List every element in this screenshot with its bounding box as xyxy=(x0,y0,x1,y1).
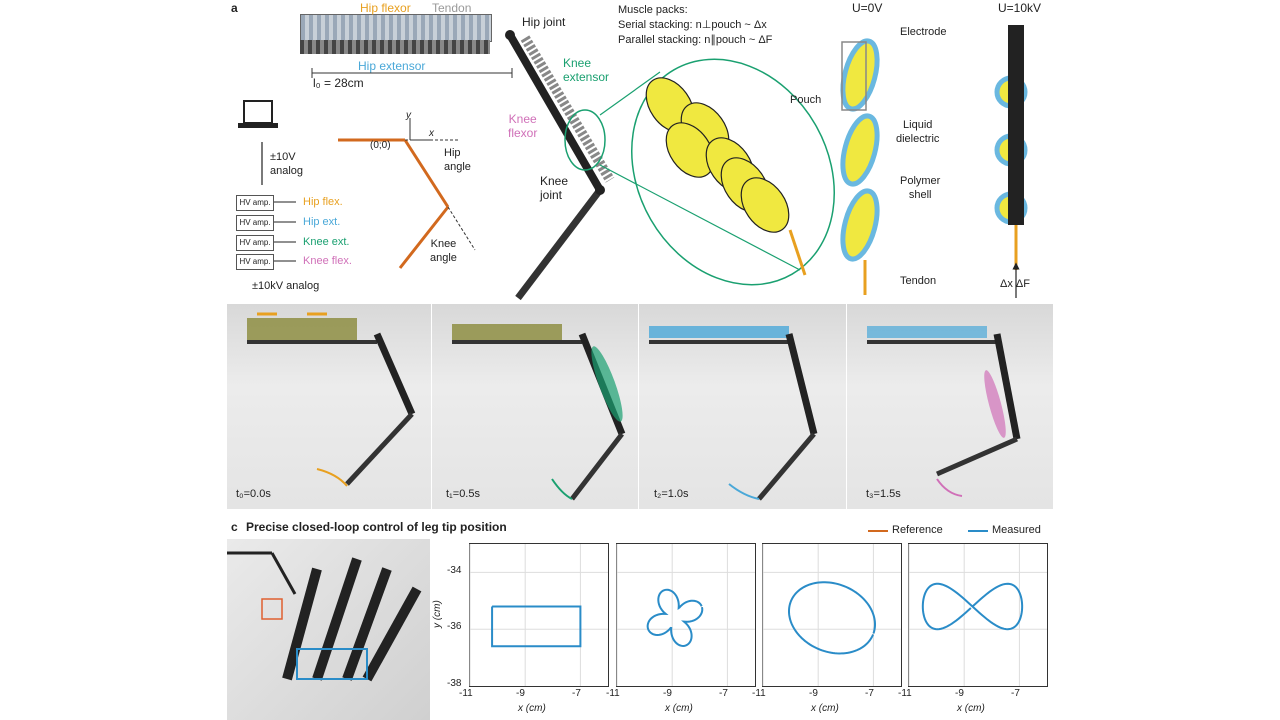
xtick-label: -9 xyxy=(663,688,672,699)
hv-amp-box: HV amp. xyxy=(236,215,274,231)
ytick-label: -38 xyxy=(447,678,462,689)
frame-time: t₀=0.0s xyxy=(236,488,271,500)
y-axis-label: y xyxy=(406,110,411,121)
xtick-label: -9 xyxy=(516,688,525,699)
xtick-label: -7 xyxy=(572,688,581,699)
hip-extensor-bundle xyxy=(300,40,490,54)
reference-series xyxy=(647,589,703,647)
measured-series xyxy=(491,605,582,648)
liquid-dielectric-label: Liquid dielectric xyxy=(896,119,940,145)
frame-time: t₁=0.5s xyxy=(446,488,480,500)
dx-df-label: Δx ΔF xyxy=(1000,278,1030,290)
reference-series xyxy=(788,581,876,654)
plot-figure-eight xyxy=(908,543,1048,687)
reference-series xyxy=(491,605,581,647)
legend-measured-swatch xyxy=(968,530,988,532)
hv-amp-box: HV amp. xyxy=(236,235,274,251)
knee-extensor-label: Knee extensor xyxy=(563,56,610,84)
tendon-label: Tendon xyxy=(900,275,937,287)
xlabel: x (cm) xyxy=(811,703,839,714)
frame-photo xyxy=(847,304,1053,509)
xlabel: x (cm) xyxy=(665,703,693,714)
xlabel: x (cm) xyxy=(957,703,985,714)
frame-photo xyxy=(639,304,846,509)
analog-10kv-label: ±10kV analog xyxy=(252,280,320,292)
xtick-label: -9 xyxy=(809,688,818,699)
hv-amp-box: HV amp. xyxy=(236,195,274,211)
ylabel: y (cm) xyxy=(432,600,443,628)
origin-label: (0;0) xyxy=(370,140,391,151)
legend-reference: Reference xyxy=(892,524,943,536)
length-label: l₀ = 28cm xyxy=(313,76,364,90)
panel-a-label: a xyxy=(231,1,238,15)
channel-knee-ext: Knee ext. xyxy=(303,236,350,248)
serial-stacking-label: Serial stacking: n⊥pouch ~ Δx xyxy=(618,19,767,31)
measured-series xyxy=(646,588,704,647)
leg-tip-photo xyxy=(227,539,430,720)
u0-label: U=0V xyxy=(852,1,883,15)
polymer-shell-label: Polymer shell xyxy=(900,175,941,201)
measured-series xyxy=(787,581,877,655)
u10-label: U=10kV xyxy=(998,1,1042,15)
plot-clover xyxy=(616,543,756,687)
plot-ellipse xyxy=(762,543,902,687)
frame-time: t₂=1.0s xyxy=(654,488,689,500)
frame-time: t₃=1.5s xyxy=(866,488,901,500)
hip-extensor-label: Hip extensor xyxy=(358,59,426,73)
hip-joint-label: Hip joint xyxy=(522,15,566,29)
xtick-label: -7 xyxy=(1011,688,1020,699)
legend-reference-swatch xyxy=(868,530,888,532)
hip-flexor-label: Hip flexor xyxy=(360,1,411,15)
panel-c-title: Precise closed-loop control of leg tip p… xyxy=(246,520,507,534)
analog-10v-label: ±10V analog xyxy=(270,151,304,177)
panel-c-label: c xyxy=(231,520,238,534)
ytick-label: -34 xyxy=(447,565,462,576)
parallel-stacking-label: Parallel stacking: n∥pouch ~ ΔF xyxy=(618,34,773,46)
knee-flexor-label: Knee flexor xyxy=(508,112,538,140)
muscle-packs-label: Muscle packs: xyxy=(618,4,688,16)
tendon-top-label: Tendon xyxy=(432,1,472,15)
plot-rectangle xyxy=(469,543,609,687)
xtick-label: -11 xyxy=(606,688,620,699)
frame-photo xyxy=(432,304,638,509)
xtick-label: -7 xyxy=(719,688,728,699)
xlabel: x (cm) xyxy=(518,703,546,714)
hv-amp-box: HV amp. xyxy=(236,254,274,270)
pouch-label: Pouch xyxy=(790,94,822,106)
xtick-label: -7 xyxy=(865,688,874,699)
channel-hip-ext: Hip ext. xyxy=(303,216,341,228)
legend-measured: Measured xyxy=(992,524,1041,536)
measured-series xyxy=(921,582,1024,631)
xtick-label: -9 xyxy=(955,688,964,699)
knee-angle-label: Knee angle xyxy=(430,238,457,264)
hip-angle-label: Hip angle xyxy=(444,147,471,173)
xtick-label: -11 xyxy=(898,688,912,699)
channel-hip-flex: Hip flex. xyxy=(303,196,343,208)
xtick-label: -11 xyxy=(752,688,766,699)
xtick-label: -11 xyxy=(459,688,473,699)
ytick-label: -36 xyxy=(447,621,462,632)
x-axis-label: x xyxy=(429,128,434,139)
electrode-label: Electrode xyxy=(900,26,947,38)
frame-photo xyxy=(227,304,431,509)
knee-joint-label: Knee joint xyxy=(540,174,569,202)
channel-knee-flex: Knee flex. xyxy=(303,255,352,267)
